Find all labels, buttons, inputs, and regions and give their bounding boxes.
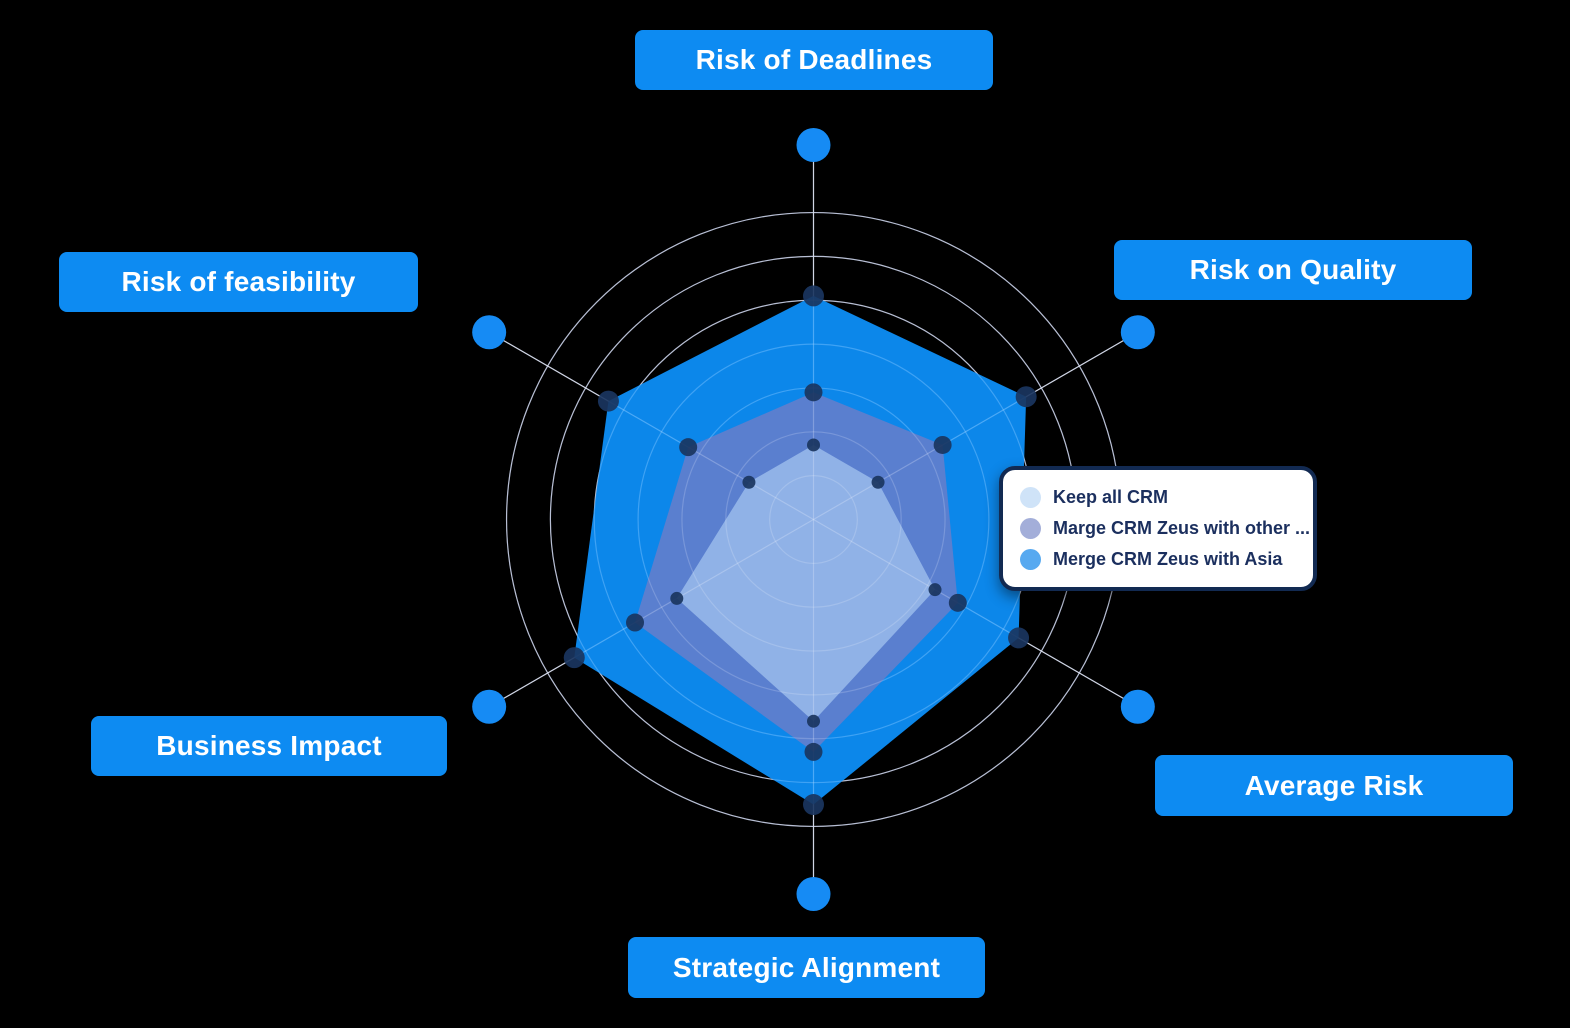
axis-label-text: Risk on Quality bbox=[1189, 254, 1397, 285]
data-point-dot[interactable] bbox=[807, 714, 820, 728]
axis-end-dot bbox=[472, 689, 507, 724]
data-point-dot[interactable] bbox=[803, 285, 824, 307]
legend-item-keep-all-crm[interactable]: Keep all CRM bbox=[1020, 486, 1313, 510]
grid-ring-overlay bbox=[769, 475, 858, 564]
legend-item-label: Merge CRM Zeus with Asia bbox=[1053, 549, 1283, 569]
data-point-dot[interactable] bbox=[597, 390, 619, 412]
legend-item-marge-crm-zeus-other[interactable]: Marge CRM Zeus with other ... bbox=[1020, 517, 1313, 541]
series-polygon-0[interactable] bbox=[676, 444, 936, 722]
data-point-dot[interactable] bbox=[871, 475, 885, 489]
axis-label-risk-of-deadlines: Risk of Deadlines bbox=[635, 30, 993, 90]
axis-line-overlay bbox=[488, 331, 814, 521]
axis-label-text: Risk of Deadlines bbox=[695, 44, 933, 75]
axis-end-dot bbox=[472, 315, 507, 350]
data-point-dot[interactable] bbox=[933, 435, 952, 454]
axis-end-dot bbox=[1120, 689, 1155, 724]
data-point-dot[interactable] bbox=[670, 591, 684, 605]
axis-label-strategic-alignment: Strategic Alignment bbox=[628, 937, 985, 998]
axis-label-average-risk: Average Risk bbox=[1155, 755, 1513, 816]
data-point-dot[interactable] bbox=[679, 438, 698, 457]
axis-label-risk-on-quality: Risk on Quality bbox=[1114, 240, 1472, 300]
axis-label-text: Average Risk bbox=[1244, 769, 1424, 801]
data-point-dot[interactable] bbox=[928, 583, 942, 597]
legend-swatch-icon bbox=[1020, 549, 1041, 570]
legend-swatch-icon bbox=[1020, 518, 1041, 539]
data-point-dot[interactable] bbox=[742, 475, 756, 489]
legend-item-merge-crm-zeus-asia[interactable]: Merge CRM Zeus with Asia bbox=[1020, 548, 1313, 572]
grid-ring-overlay bbox=[725, 431, 902, 608]
axis-label-text: Strategic Alignment bbox=[672, 951, 941, 983]
legend-item-label: Keep all CRM bbox=[1053, 487, 1169, 507]
data-point-dot[interactable] bbox=[626, 613, 645, 632]
data-point-dot[interactable] bbox=[807, 438, 820, 452]
legend-swatch-icon bbox=[1020, 487, 1041, 508]
axis-end-dot bbox=[1120, 315, 1155, 350]
data-point-dot[interactable] bbox=[563, 647, 585, 669]
axis-label-text: Risk of feasibility bbox=[121, 266, 356, 297]
axis-end-dot bbox=[796, 128, 831, 162]
axis-label-risk-of-feasibility: Risk of feasibility bbox=[59, 252, 418, 312]
grid-ring-overlay bbox=[637, 343, 990, 696]
legend-item-label: Marge CRM Zeus with other ... bbox=[1053, 518, 1311, 538]
data-point-dot[interactable] bbox=[804, 742, 823, 761]
axis-end-dot bbox=[796, 877, 831, 911]
data-point-dot[interactable] bbox=[1015, 386, 1037, 408]
data-point-dot[interactable] bbox=[1008, 627, 1030, 649]
data-point-dot[interactable] bbox=[948, 593, 967, 612]
data-point-dot[interactable] bbox=[803, 794, 824, 816]
axis-label-text: Business Impact bbox=[156, 730, 382, 761]
chart-legend: Keep all CRM Marge CRM Zeus with other .… bbox=[999, 466, 1317, 591]
data-point-dot[interactable] bbox=[804, 383, 823, 402]
axis-line-overlay bbox=[488, 518, 814, 708]
axis-line-overlay bbox=[813, 518, 1139, 708]
axis-label-business-impact: Business Impact bbox=[91, 716, 447, 776]
axis-line-overlay bbox=[813, 331, 1139, 521]
